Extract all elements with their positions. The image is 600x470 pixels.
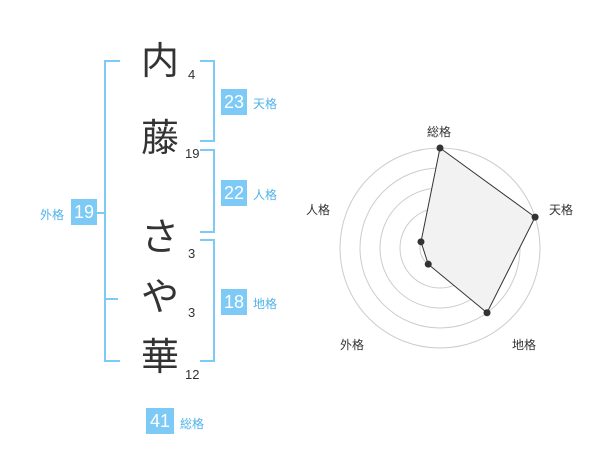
name-char-5: 華 xyxy=(141,335,180,379)
stroke-count-1: 4 xyxy=(188,67,196,82)
stroke-count-2: 19 xyxy=(185,146,200,161)
radar-point-2 xyxy=(531,213,539,221)
radar-axis-label-gaikaku: 外格 xyxy=(340,338,365,352)
soukaku-label: 総格 xyxy=(180,417,205,431)
stroke-count-3: 3 xyxy=(188,246,196,261)
radar-axis-label-jinkaku: 人格 xyxy=(306,203,331,217)
radar-point-5 xyxy=(417,238,425,246)
chikaku-bracket xyxy=(200,239,215,362)
stroke-count-5: 12 xyxy=(185,367,200,382)
stroke-count-4: 3 xyxy=(188,305,196,320)
gaikaku-bracket xyxy=(104,60,120,362)
name-char-2: 藤 xyxy=(141,116,180,160)
chikaku-label: 地格 xyxy=(253,297,278,311)
gaikaku-label: 外格 xyxy=(40,208,65,222)
chikaku-value: 18 xyxy=(221,289,247,315)
radar-point-1 xyxy=(436,144,444,152)
soukaku-value: 41 xyxy=(146,408,174,434)
radar-axis-label-tenkaku: 天格 xyxy=(549,203,574,217)
tenkaku-value: 23 xyxy=(221,89,247,115)
radar-axis-label-chikaku: 地格 xyxy=(512,338,537,352)
radar-point-3 xyxy=(483,309,491,317)
tenkaku-label: 天格 xyxy=(253,97,278,111)
name-char-4: や xyxy=(141,275,180,319)
gaikaku-bracket-link xyxy=(97,212,106,214)
gaikaku-value: 19 xyxy=(71,199,97,225)
radar-points xyxy=(417,144,539,317)
jinkaku-value: 22 xyxy=(221,180,247,206)
radar-data-area xyxy=(420,147,536,314)
name-char-1: 内 xyxy=(141,39,180,83)
jinkaku-label: 人格 xyxy=(253,188,278,202)
name-char-3: さ xyxy=(141,215,180,259)
jinkaku-bracket xyxy=(200,149,215,233)
radar-point-4 xyxy=(424,260,432,268)
radar-axis-label-soukaku: 総格 xyxy=(427,125,452,139)
gaikaku-bracket-divider xyxy=(104,298,118,300)
tenkaku-bracket xyxy=(200,60,215,142)
